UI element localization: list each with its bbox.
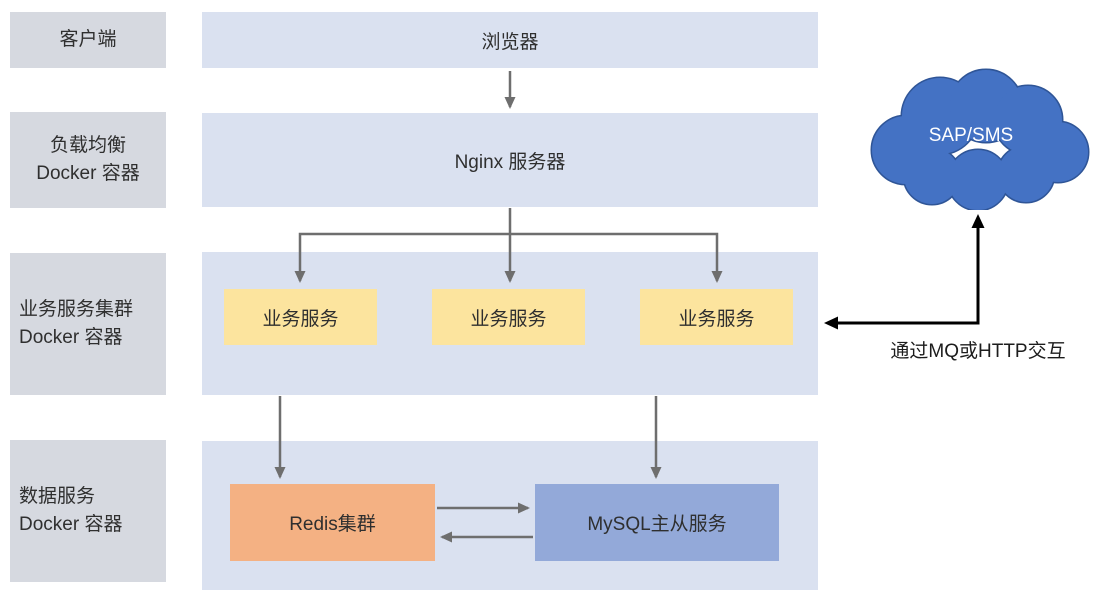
redis-cluster-box: Redis集群 (230, 484, 435, 561)
cloud-shape-icon: SAP/SMS (870, 68, 1090, 212)
browser-label: 浏览器 (481, 31, 539, 53)
business-service-box-3: 业务服务 (640, 289, 793, 345)
business-service-label-2: 业务服务 (470, 308, 547, 330)
sidebar-label-data-service-line2: Docker 容器 (19, 514, 123, 535)
sidebar-label-data-service-line1: 数据服务 (19, 486, 96, 507)
redis-cluster-label: Redis集群 (289, 514, 376, 535)
sidebar-label-load-balancer: 负载均衡 Docker 容器 (10, 112, 166, 208)
mysql-box: MySQL主从服务 (535, 484, 779, 561)
sap-sms-cloud: SAP/SMS (858, 58, 1097, 212)
sidebar-label-client-text: 客户端 (59, 29, 117, 50)
sidebar-label-business-cluster-line2: Docker 容器 (19, 327, 123, 348)
browser-box: 浏览器 (202, 12, 818, 68)
sidebar-label-load-balancer-line1: 负载均衡 (49, 135, 126, 156)
sidebar-label-business-cluster-line1: 业务服务集群 (19, 299, 134, 320)
cloud-label: SAP/SMS (929, 125, 1013, 146)
mq-http-connector-label: 通过MQ或HTTP交互 (890, 341, 1066, 362)
business-service-label-3: 业务服务 (678, 308, 755, 330)
sidebar-label-business-cluster: 业务服务集群 Docker 容器 (10, 253, 166, 395)
nginx-box: Nginx 服务器 (202, 113, 818, 207)
sidebar-label-client: 客户端 (10, 12, 166, 68)
business-service-label-1: 业务服务 (262, 308, 339, 330)
sidebar-label-data-service: 数据服务 Docker 容器 (10, 440, 166, 582)
mysql-label: MySQL主从服务 (587, 514, 727, 535)
sidebar-label-load-balancer-line2: Docker 容器 (36, 163, 140, 184)
business-service-box-2: 业务服务 (432, 289, 585, 345)
business-service-box-1: 业务服务 (224, 289, 377, 345)
nginx-label: Nginx 服务器 (454, 151, 566, 173)
